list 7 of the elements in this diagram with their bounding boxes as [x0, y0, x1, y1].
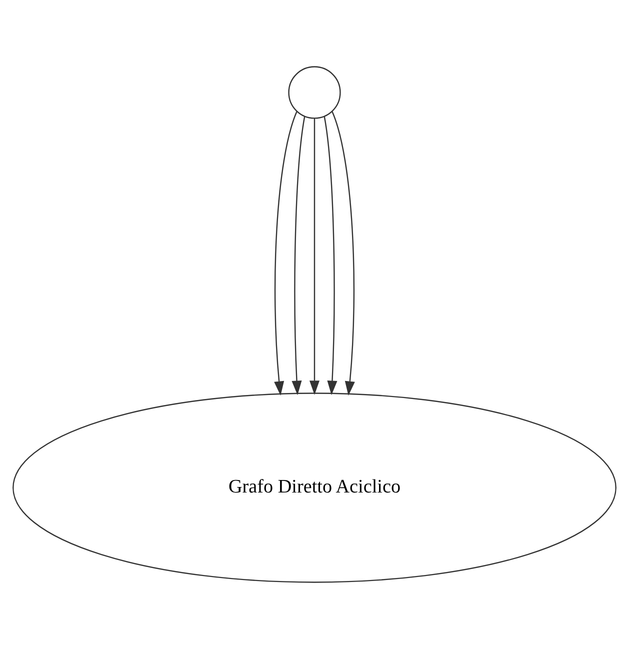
arrow	[292, 116, 306, 395]
node-circle	[288, 66, 341, 118]
arrow	[332, 110, 355, 396]
arrow	[274, 110, 298, 396]
arrow	[309, 118, 320, 394]
node-ellipse: Grafo Diretto Aciclico	[12, 392, 616, 582]
arrow	[324, 116, 338, 395]
